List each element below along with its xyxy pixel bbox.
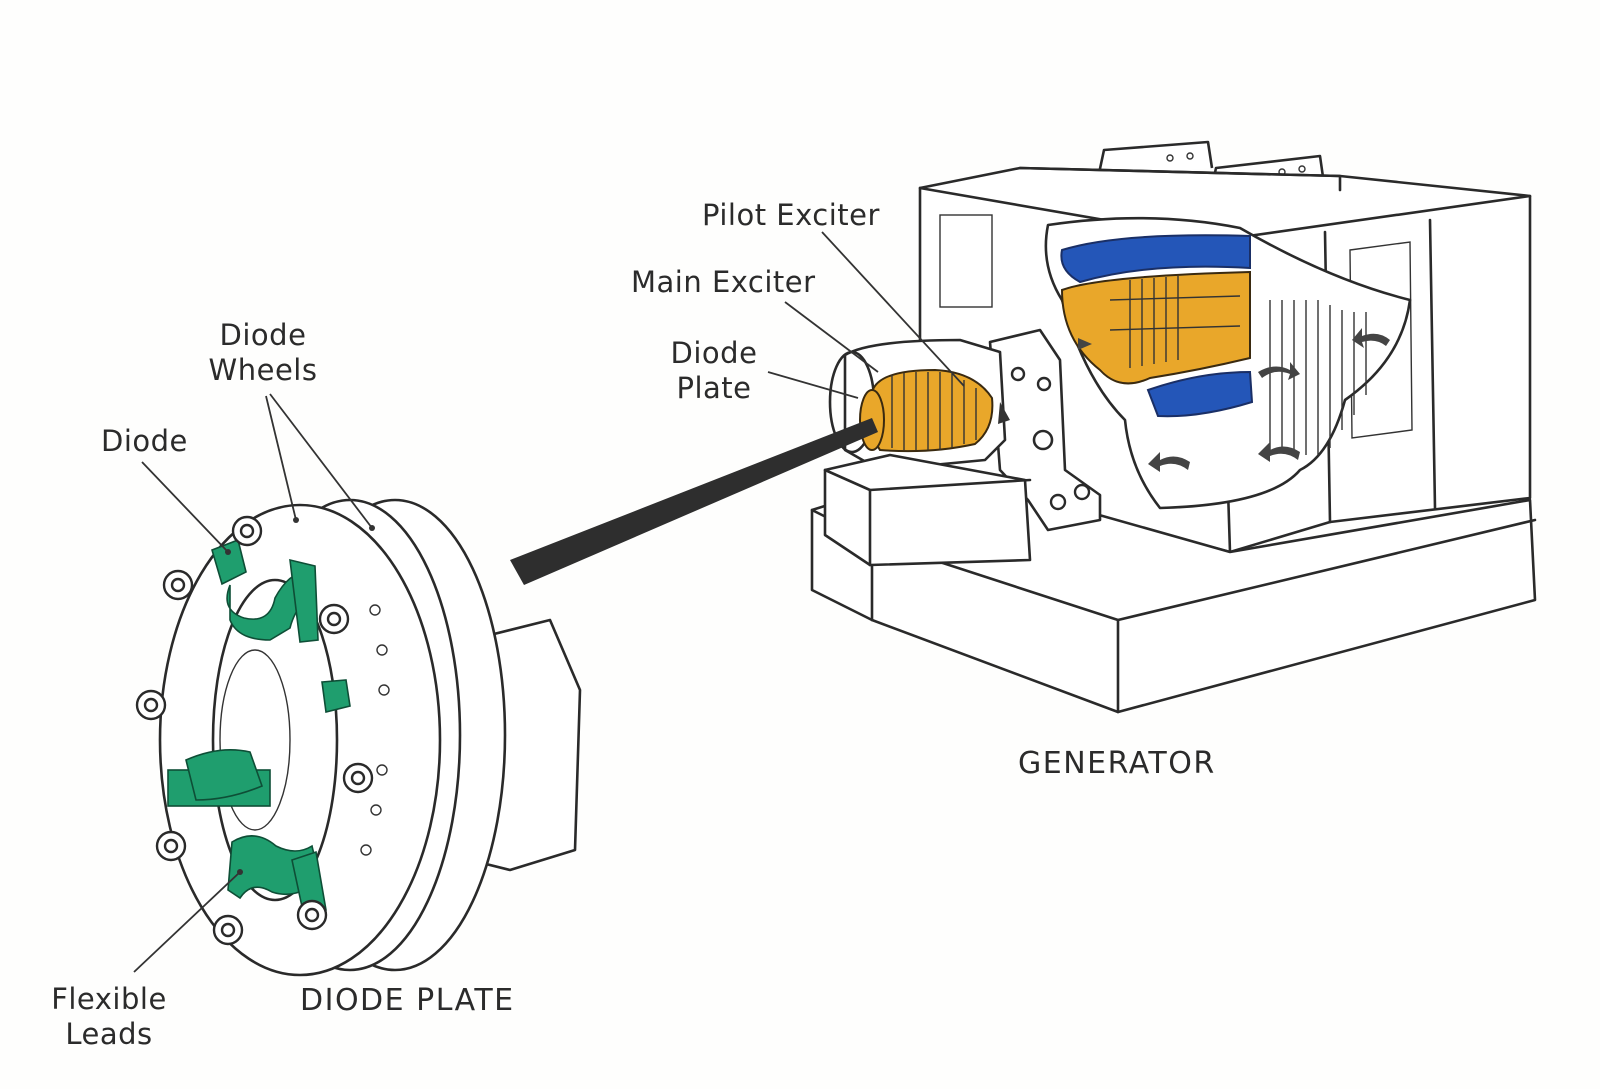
stator-winding-bottom [1146, 370, 1254, 418]
label-diode: Diode [101, 424, 188, 458]
label-diode-plate-line2: Plate [676, 371, 752, 405]
cooling-fins [1269, 300, 1367, 455]
label-diode-wheels: Diode Wheels [206, 318, 320, 388]
label-pilot-exciter: Pilot Exciter [702, 198, 880, 232]
label-main-exciter: Main Exciter [631, 265, 816, 299]
label-diode-wheels-line1: Diode [219, 318, 307, 352]
lifting-lug [1096, 140, 1214, 179]
diode-plate-assembly [135, 498, 582, 977]
rotor [1060, 270, 1251, 385]
label-diode-plate-line1: Diode [670, 336, 758, 370]
leader-lines [133, 231, 965, 973]
label-diode-wheels-line2: Wheels [208, 353, 318, 387]
plate-bolts [135, 515, 374, 946]
label-flexible-leads-line2: Leads [65, 1017, 153, 1051]
vent-panel [939, 214, 993, 308]
caption-diode-plate: DIODE PLATE [300, 983, 515, 1018]
leader-pilot-exciter [821, 231, 965, 387]
label-diode-plate: Diode Plate [664, 336, 764, 406]
generator [810, 140, 1537, 714]
airflow-arrows [1078, 328, 1390, 472]
leader-main-exciter [784, 301, 879, 373]
leader-flexible-leads [133, 871, 241, 973]
leader-diode [141, 461, 229, 553]
leader-diode-wheels-b [269, 393, 373, 529]
leader-diode-plate [767, 371, 859, 399]
callout-wedge [510, 418, 878, 585]
leader-diode-wheels-a [265, 395, 297, 521]
label-flexible-leads: Flexible Leads [46, 982, 172, 1052]
label-flexible-leads-line1: Flexible [51, 982, 167, 1016]
caption-generator: GENERATOR [1018, 746, 1216, 781]
stator-winding-top [1060, 234, 1251, 284]
